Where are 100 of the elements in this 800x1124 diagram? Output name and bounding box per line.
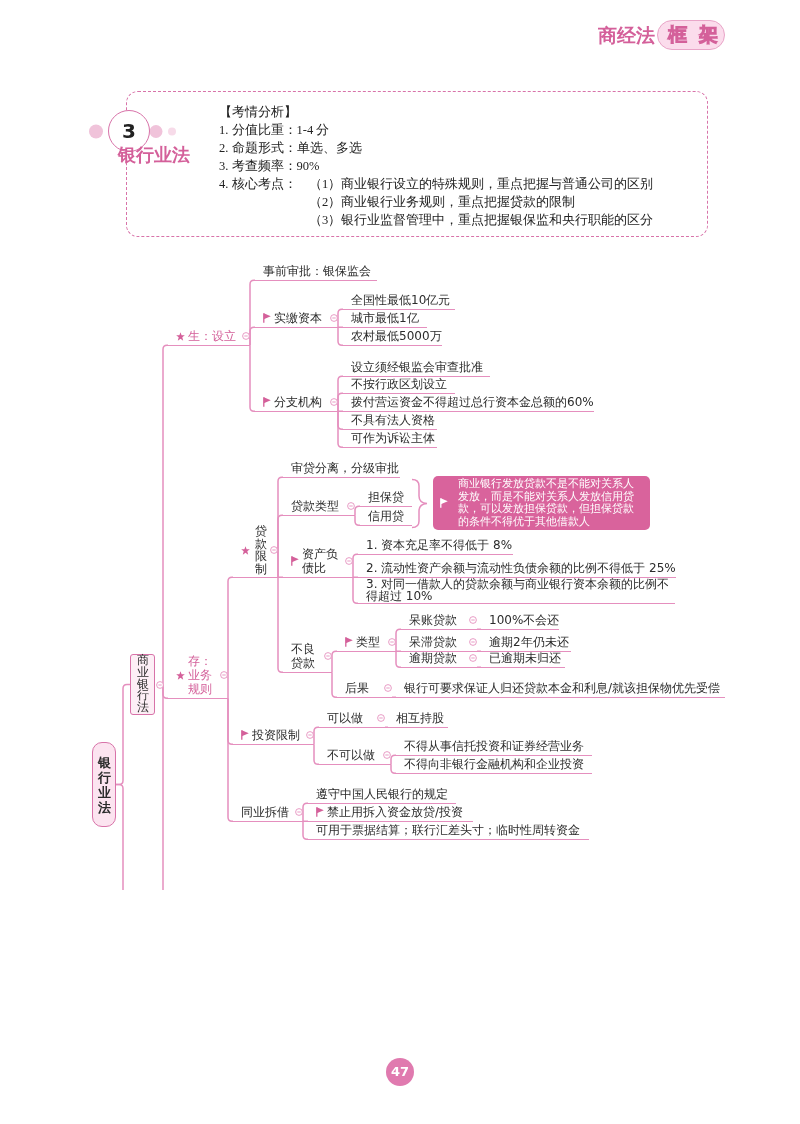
topic-node — [396, 739, 592, 756]
connector-line — [302, 802, 309, 822]
topic-node — [401, 651, 477, 668]
topic-label: 不良贷款 — [291, 642, 316, 670]
topic-label: 农村最低5000万 — [351, 329, 442, 343]
topic-label: 1. 资本充足率不得低于 8% — [366, 538, 513, 552]
topic-label: 逾期贷款 — [409, 651, 457, 665]
topic-node — [319, 748, 391, 765]
topic-label: 资产负债比 — [302, 547, 339, 575]
connector-line — [227, 697, 234, 822]
topic-node — [283, 547, 353, 578]
connector-line — [337, 326, 344, 346]
topic-node — [360, 490, 412, 507]
list-item: 3. 考查频率：90% — [219, 158, 320, 175]
heading: 【考情分析】 — [219, 104, 297, 121]
connector-line — [352, 576, 359, 578]
topic-node — [308, 823, 589, 840]
topic-label: 可以做 — [327, 711, 363, 725]
connector-line — [390, 763, 397, 774]
topic-label: 存：业务规则 — [188, 654, 213, 696]
topic-node — [358, 561, 676, 578]
topic-node — [343, 431, 437, 448]
topic-node — [168, 654, 228, 699]
list-item: （1）商业银行设立的特殊规则，重点把握与普通公司的区别 — [309, 176, 654, 193]
list-item: （2）商业银行业务规则，重点把握贷款的限制 — [309, 194, 576, 211]
topic-node — [481, 613, 560, 630]
topic-node — [388, 711, 448, 728]
header-badge: 框架 — [657, 20, 725, 50]
connector-line — [277, 576, 284, 578]
list-item: 1. 分值比重：1-4 分 — [219, 122, 330, 139]
topic-node — [343, 413, 437, 430]
topic-label: 信用贷 — [368, 509, 404, 523]
topic-label: 拨付营运资金不得超过总行资本金总额的60% — [351, 395, 594, 409]
topic-label: 设立须经银监会审查批准 — [351, 360, 483, 374]
note-box — [433, 476, 650, 530]
topic-label: 贷款类型 — [291, 499, 339, 513]
connector-line — [337, 410, 344, 412]
topic-node — [343, 377, 455, 394]
topic-label: 不按行政区划设立 — [351, 377, 447, 391]
topic-label: 生：设立 — [188, 329, 236, 343]
topic-label: 不可以做 — [327, 748, 375, 762]
topic-node — [168, 329, 250, 346]
topic-label: 不得向非银行金融机构和企业投资 — [404, 757, 584, 771]
topic-node — [396, 757, 592, 774]
connector-line — [384, 726, 389, 728]
topic-label: 3. 对同一借款人的贷款余额与商业银行资本余额的比例不得超过 10% — [366, 579, 671, 602]
connector-line — [302, 820, 309, 840]
topic-node — [481, 651, 565, 668]
connector-line — [227, 576, 234, 699]
topic-label: 担保贷 — [368, 490, 404, 504]
topic-label: 类型 — [356, 635, 380, 649]
connector-line — [302, 820, 309, 822]
connector-line — [277, 576, 284, 673]
topic-node — [233, 525, 278, 578]
topic-node — [343, 311, 427, 328]
connector-line — [115, 783, 124, 891]
connector-line — [337, 392, 344, 412]
topic-label: 呆账贷款 — [409, 613, 457, 627]
topic-label: 逾期2年仍未还 — [489, 635, 569, 649]
connector-line — [337, 326, 344, 328]
topic-label: 呆滞贷款 — [409, 635, 457, 649]
topic-label: 禁止用拆入资金放贷/投资 — [327, 805, 464, 819]
connector-line — [395, 650, 402, 668]
topic-node — [319, 711, 385, 728]
connector-line — [352, 576, 359, 604]
topic-node — [308, 805, 473, 822]
topic-label: 全国性最低10亿元 — [351, 293, 451, 307]
connector-line — [249, 326, 256, 346]
connector-line — [337, 308, 344, 328]
list-item: 4. 核心考点： — [219, 176, 298, 193]
list-item: 2. 命题形式：单选、多选 — [219, 140, 362, 157]
topic-node — [255, 264, 377, 281]
topic-node — [283, 499, 355, 516]
connector-line — [476, 650, 482, 652]
topic-node — [343, 395, 594, 412]
connector-line — [313, 726, 320, 745]
topic-node — [401, 613, 477, 630]
topic-node — [360, 509, 412, 526]
connector-line — [162, 344, 169, 686]
topic-label: 后果 — [345, 681, 369, 695]
topic-node — [255, 395, 338, 412]
topic-node — [233, 728, 314, 745]
topic-label: 不具有法人资格 — [351, 413, 435, 427]
connector-line — [354, 505, 361, 516]
page-number: 47 — [386, 1058, 414, 1086]
topic-label: 贷款限制 — [255, 525, 268, 575]
connector-line — [331, 671, 338, 698]
topic-node — [283, 461, 400, 478]
connector-line — [337, 410, 344, 448]
topic-label: 投资限制 — [252, 728, 300, 742]
topic-node — [337, 635, 396, 652]
topic-node — [481, 635, 571, 652]
topic-node — [255, 311, 338, 328]
topic-label: 事前审批：银保监会 — [263, 264, 371, 278]
topic-node — [343, 329, 442, 346]
topic-node — [396, 681, 725, 698]
topic-label: 分支机构 — [274, 395, 322, 409]
connector-line — [476, 666, 482, 668]
topic-node — [343, 360, 490, 377]
topic-node — [343, 293, 455, 310]
